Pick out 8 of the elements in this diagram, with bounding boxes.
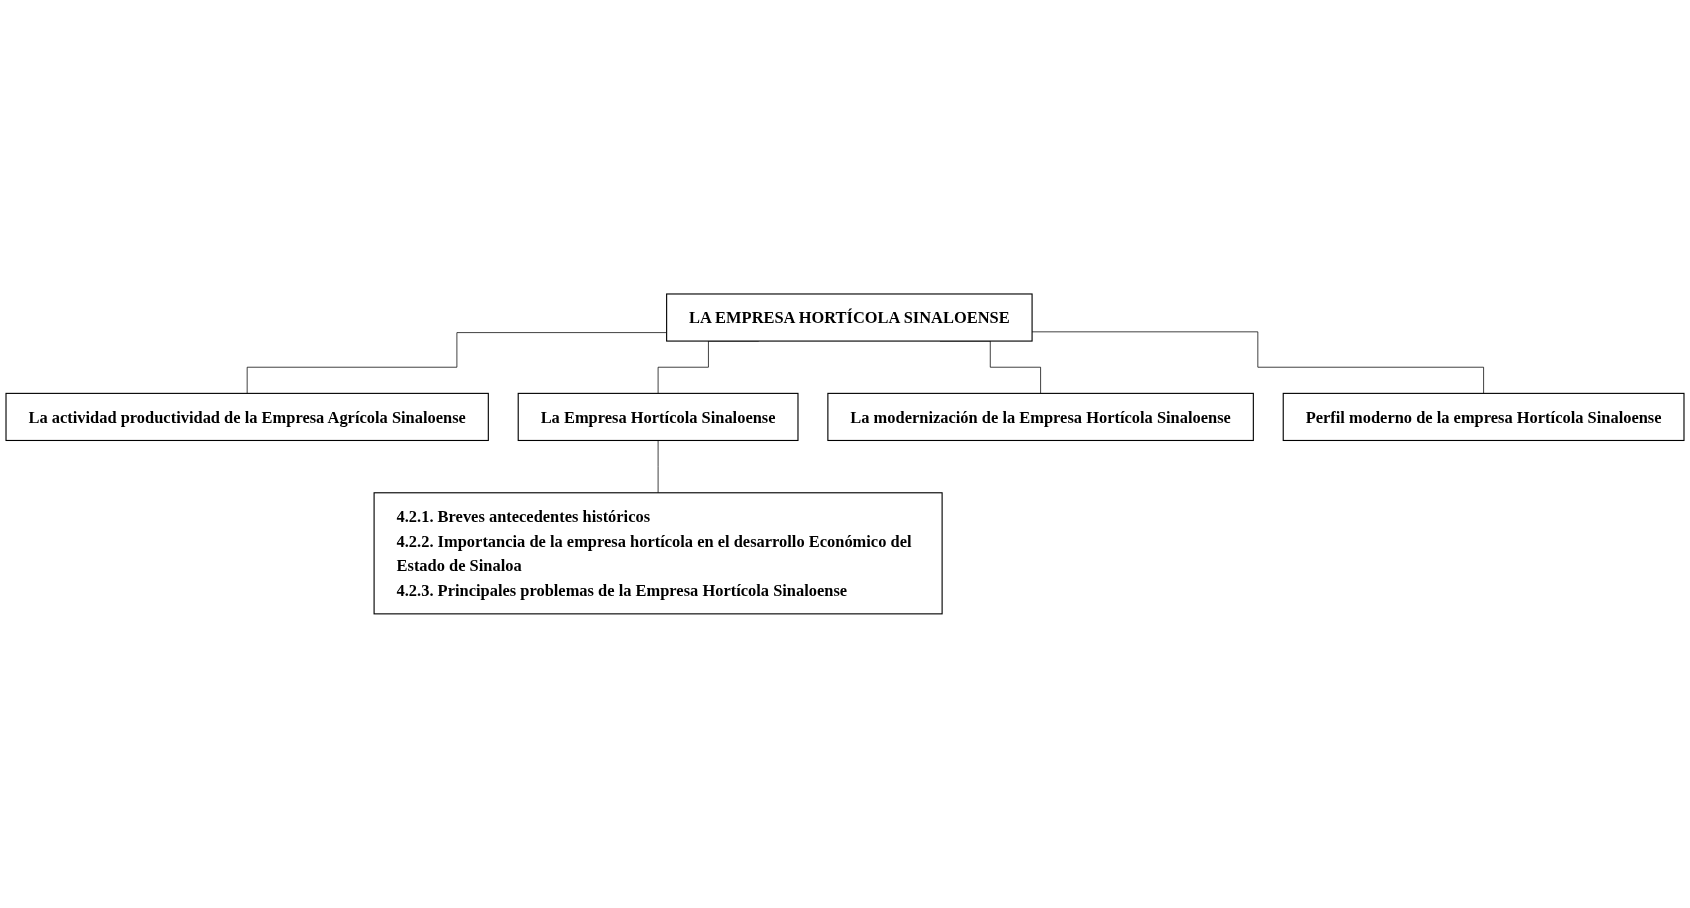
connector — [246, 332, 667, 394]
node-box: La actividad productividad de la Empresa Agrícola Sinaloense — [5, 392, 489, 442]
node-box: LA EMPRESA HORTÍCOLA SINALOENSE — [666, 293, 1033, 342]
node-box: La Empresa Hortícola Sinaloense — [517, 392, 799, 442]
node-box: 4.2.1. Breves antecedentes históricos 4.2.2. Importancia de la empresa hortícola en el desarrollo Económico del Estado de Sinaloa 4.2.3. Principales problemas de la Empresa Hortícola Sinaloense — [373, 492, 943, 615]
node-box: Perfil moderno de la empresa Hortícola Sinaloense — [1282, 392, 1685, 442]
node-box: La modernización de la Empresa Hortícola Sinaloense — [827, 392, 1254, 442]
connector — [657, 440, 659, 494]
